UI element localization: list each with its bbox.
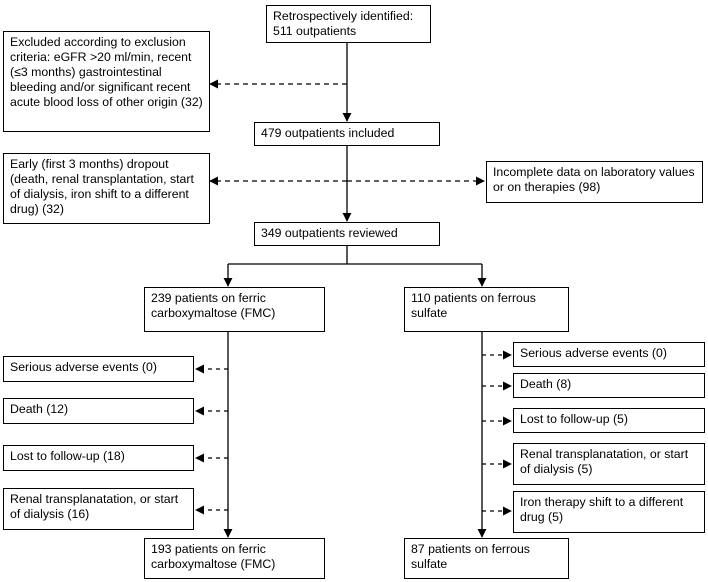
ferrous-event-box: Serious adverse events (0) — [513, 342, 705, 367]
ferrous-end-box: 87 patients on ferrous sulfate — [404, 538, 569, 579]
fmc-event-box: Serious adverse events (0) — [3, 356, 194, 382]
fmc-event-box: Lost to follow-up (18) — [3, 445, 194, 471]
early-dropout-box: Early (first 3 months) dropout (death, r… — [3, 153, 210, 224]
included-box: 479 outpatients included — [254, 122, 440, 146]
identified-box: Retrospectively identified: 511 outpatie… — [266, 5, 431, 43]
fmc-event-box: Renal transplanatation, or start of dial… — [3, 488, 194, 530]
incomplete-data-box: Incomplete data on laboratory values or … — [486, 161, 703, 203]
ferrous-event-box: Lost to follow-up (5) — [513, 408, 705, 433]
fmc-event-box: Death (12) — [3, 398, 194, 424]
fmc-start-box: 239 patients on ferric carboxymaltose (F… — [144, 287, 325, 332]
ferrous-event-box: Iron therapy shift to a different drug (… — [513, 491, 705, 533]
ferrous-event-box: Death (8) — [513, 373, 705, 398]
reviewed-box: 349 outpatients reviewed — [254, 222, 440, 246]
ferrous-event-box: Renal transplanatation, or start of dial… — [513, 443, 705, 485]
exclusion-criteria-box: Excluded according to exclusion criteria… — [3, 31, 210, 132]
ferrous-start-box: 110 patients on ferrous sulfate — [404, 287, 569, 332]
fmc-end-box: 193 patients on ferric carboxymaltose (F… — [144, 538, 325, 579]
